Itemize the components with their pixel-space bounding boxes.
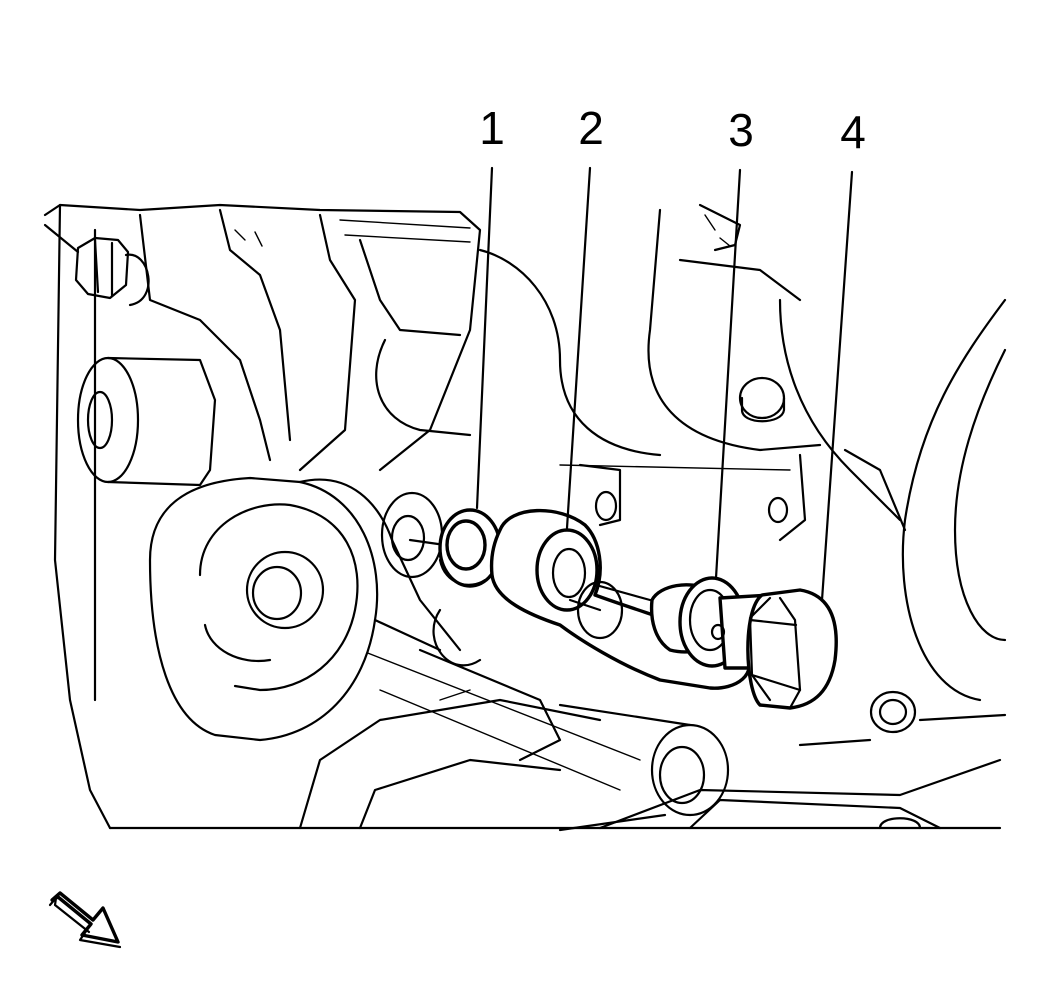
bolt-lower-right xyxy=(798,690,1007,747)
callout-label-4: 4 xyxy=(840,106,866,158)
callout-label-2: 2 xyxy=(578,102,604,154)
callout-label-3: 3 xyxy=(728,104,754,156)
stud-upper-right xyxy=(738,376,786,423)
leader-line-4 xyxy=(820,170,854,602)
left-boss xyxy=(76,356,217,487)
sealing-washer-1 xyxy=(438,508,502,588)
callout-leader-lines xyxy=(475,166,854,602)
leader-line-2 xyxy=(565,166,592,530)
banjo-bolt-4 xyxy=(710,588,838,710)
engine-assembly-background xyxy=(43,203,1007,832)
view-direction-arrow-icon xyxy=(48,891,122,949)
lower-cylinder xyxy=(558,703,730,832)
leader-line-3 xyxy=(714,168,742,580)
idler-pulley xyxy=(148,476,462,742)
leader-line-1 xyxy=(475,166,494,510)
callout-labels: 1 2 3 4 xyxy=(479,102,866,158)
callout-label-1: 1 xyxy=(479,102,505,154)
mounting-bolt-top-left xyxy=(43,223,150,307)
